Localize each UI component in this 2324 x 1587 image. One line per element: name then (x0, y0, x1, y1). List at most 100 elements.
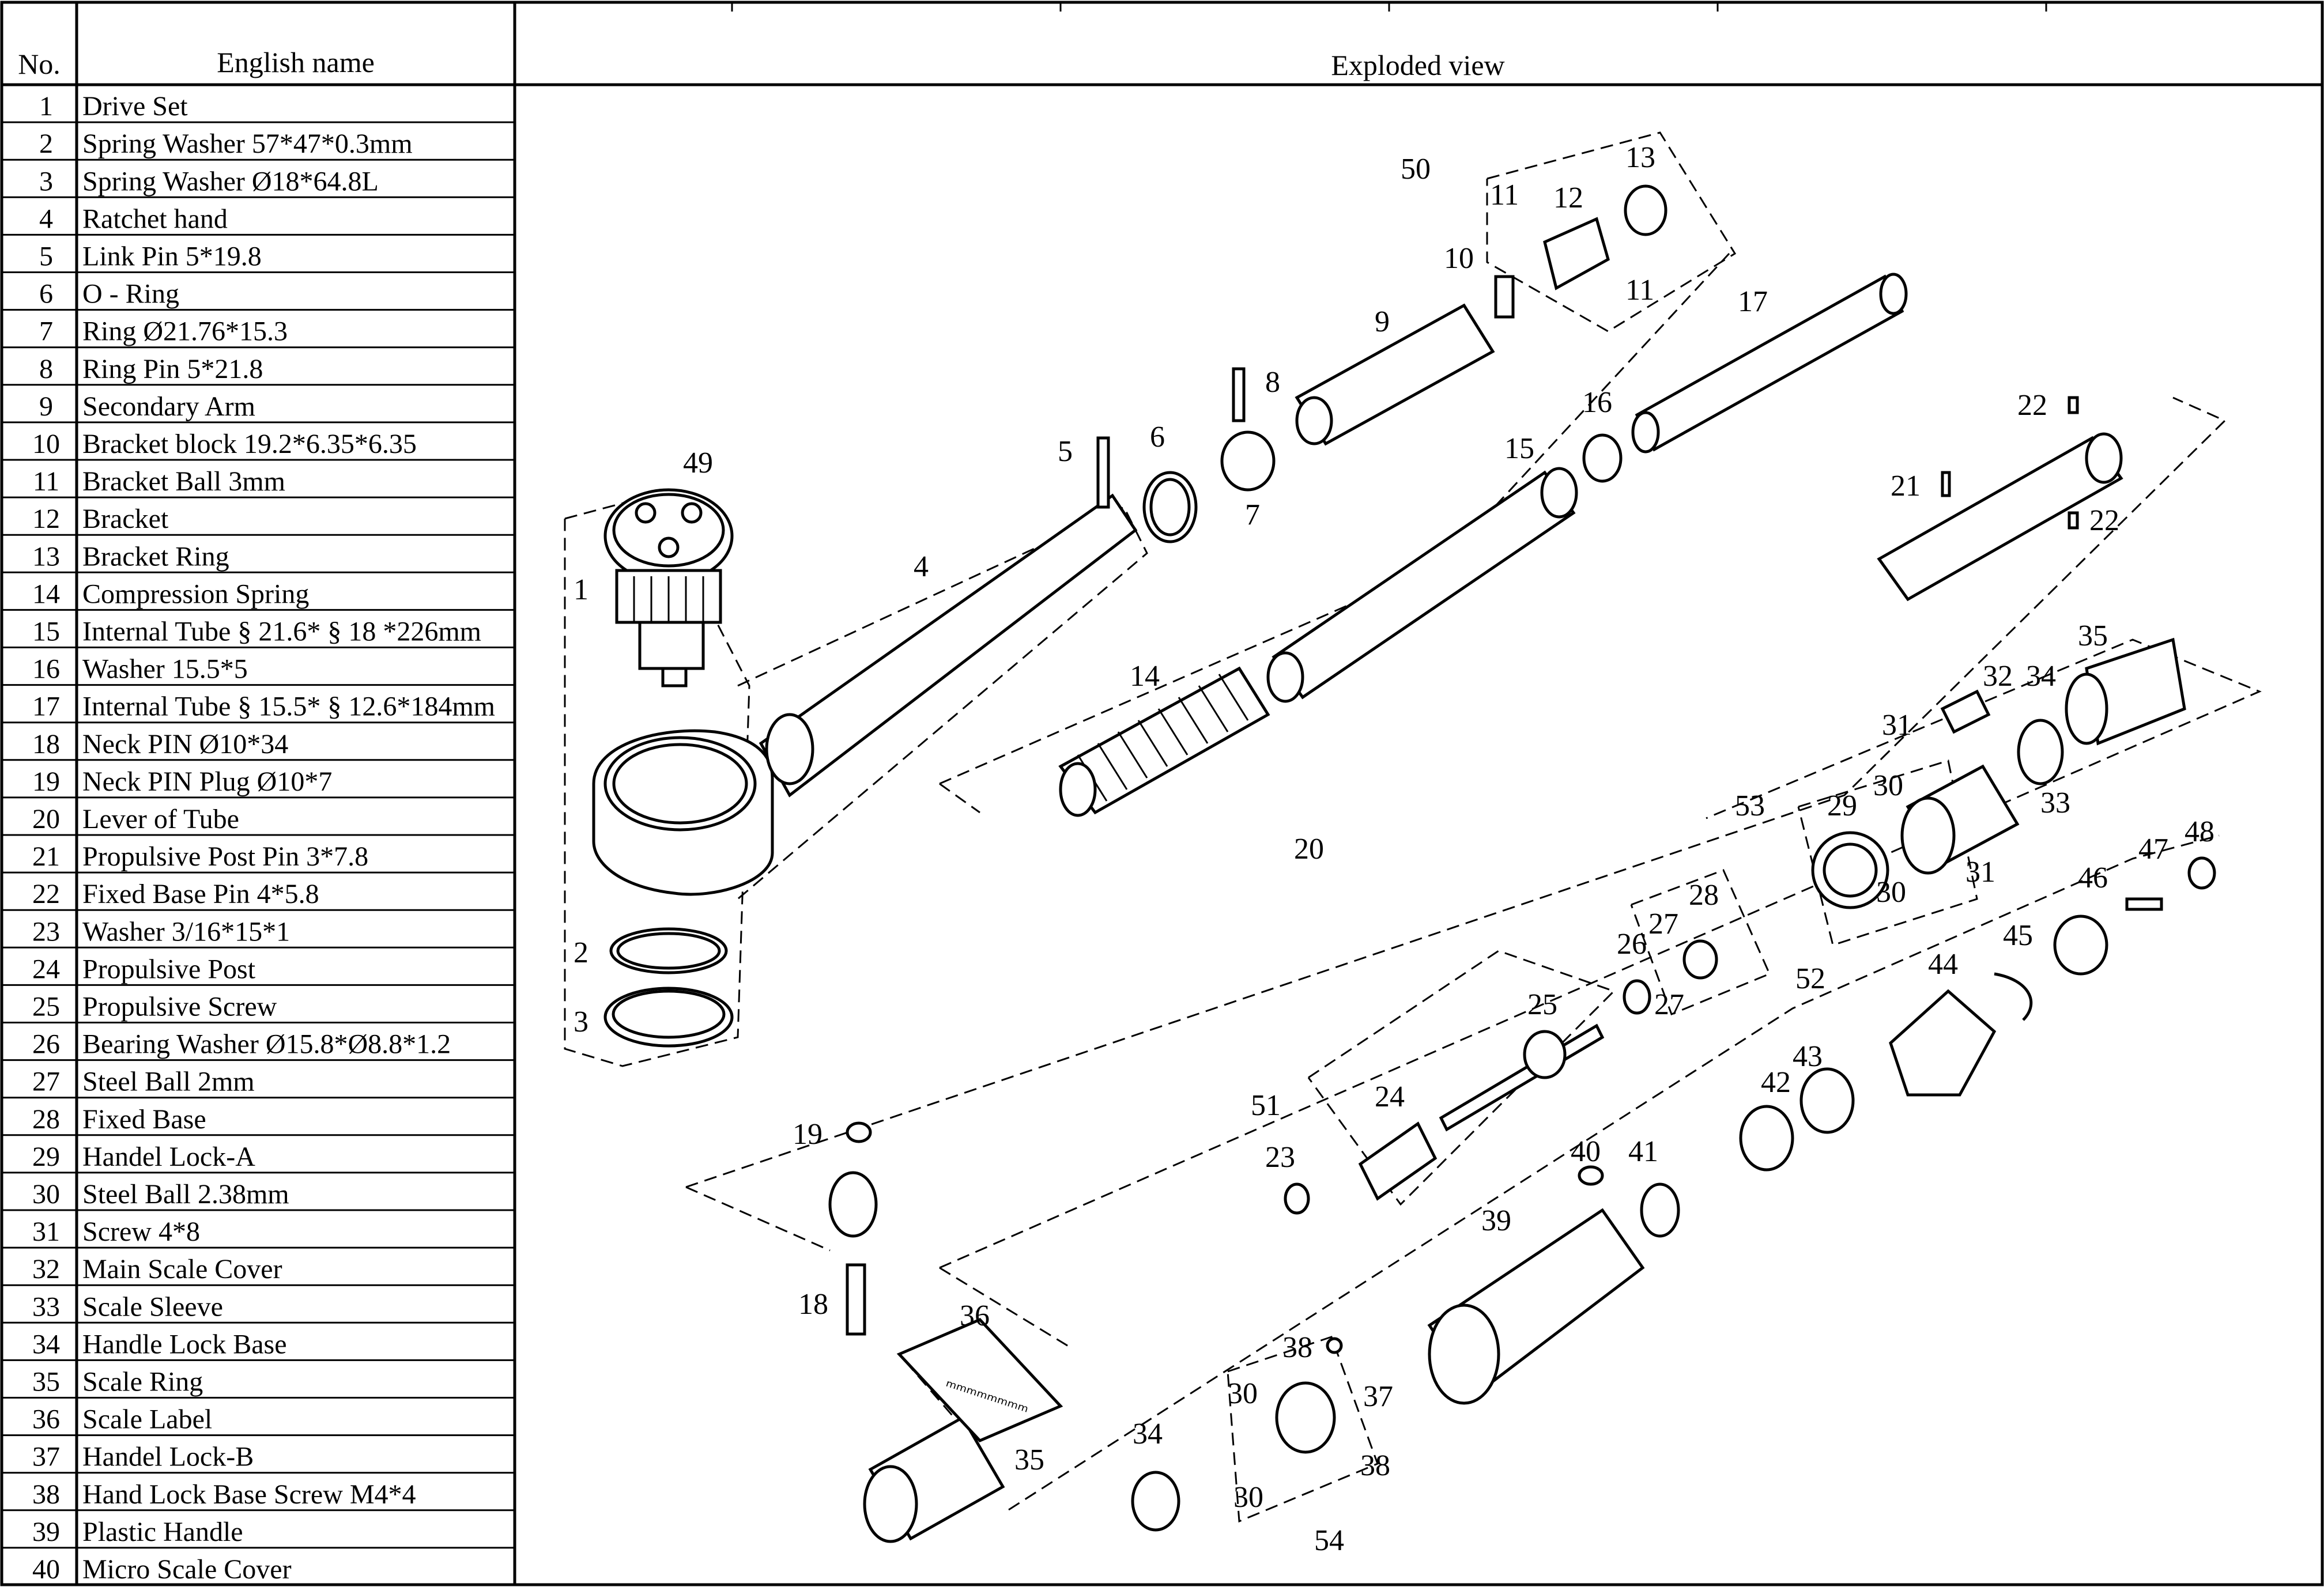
table-cell-name: Steel Ball 2.38mm (82, 1179, 289, 1210)
callout-label: 1 (574, 573, 588, 606)
group-54-outline (1227, 1336, 1379, 1523)
callout-label: 38 (1282, 1331, 1312, 1364)
ring-pin-8 (1232, 367, 1246, 422)
table-cell-name: Scale Sleeve (82, 1291, 223, 1322)
callout-label: 6 (1150, 421, 1165, 454)
fixed-base-pin-22b (2068, 511, 2079, 530)
group-53-outline (1797, 760, 1978, 946)
table-cell-name: Fixed Base Pin 4*5.8 (82, 879, 319, 909)
callout-label: 46 (2078, 861, 2108, 894)
table-cell-name: Steel Ball 2mm (82, 1067, 255, 1097)
main-scale-cover-32 (1940, 689, 1991, 734)
table-cell-no: 34 (32, 1329, 60, 1359)
lever-tube-20 (1877, 436, 2123, 602)
table-cell-name: Ratchet hand (82, 203, 228, 234)
table-cell-no: 4 (39, 203, 53, 234)
table-cell-no: 26 (32, 1029, 60, 1060)
table-cell-no: 7 (39, 316, 53, 347)
table-cell-no: 2 (39, 129, 53, 159)
table-cell-name: Internal Tube § 21.6* § 18 *226mm (82, 617, 481, 647)
table-cell-no: 18 (32, 729, 60, 760)
table-cell-name: Handel Lock-A (82, 1142, 255, 1172)
table-cell-no: 39 (32, 1517, 60, 1547)
table-cell-name: Ring Pin 5*21.8 (82, 354, 263, 384)
callout-label: 7 (1245, 498, 1260, 531)
callout-label: 50 (1401, 153, 1431, 186)
compression-spring-14 (1058, 666, 1270, 817)
group-lower-left (939, 1267, 1073, 1350)
table-cell-name: Spring Washer Ø18*64.8L (82, 166, 379, 197)
callout-label: 48 (2185, 815, 2214, 848)
handle-lock-base-34 (2017, 719, 2064, 785)
callout-label: 36 (960, 1299, 990, 1332)
callout-label: 45 (2003, 919, 2033, 952)
screw-38 (1326, 1337, 1343, 1354)
callout-label: 31 (1882, 709, 1912, 742)
table-cell-no: 40 (32, 1554, 60, 1585)
callout-label: 8 (1265, 366, 1280, 399)
callout-label: 14 (1130, 660, 1160, 693)
callout-label: 23 (1265, 1141, 1295, 1174)
callout-label: 20 (1294, 833, 1324, 866)
callout-label: 5 (1058, 435, 1073, 468)
neck-pin-ring (828, 1171, 878, 1238)
callout-label: 37 (1363, 1380, 1393, 1413)
internal-tube-15 (1272, 470, 1576, 700)
table-cell-name: Fixed Base (82, 1104, 206, 1135)
table-cell-no: 5 (39, 241, 53, 272)
callout-label: 34 (2026, 660, 2056, 693)
part-44 (1889, 989, 1997, 1097)
callout-label: 3 (574, 1006, 588, 1038)
callout-label: 18 (798, 1288, 828, 1321)
table-cell-no: 31 (32, 1216, 60, 1247)
neck-pin-18 (846, 1263, 866, 1336)
callout-label: 24 (1375, 1080, 1405, 1113)
table-cell-name: Spring Washer 57*47*0.3mm (82, 129, 413, 159)
callout-label: 30 (1873, 769, 1903, 802)
table-cell-no: 9 (39, 391, 53, 422)
callout-label: 33 (2040, 787, 2070, 819)
callout-label: 27 (1654, 988, 1684, 1021)
table-cell-no: 3 (39, 166, 53, 197)
table-cell-name: Scale Ring (82, 1367, 203, 1397)
table-cell-name: Drive Set (82, 91, 188, 122)
table-cell-no: 36 (32, 1404, 60, 1435)
table-cell-no: 23 (32, 916, 60, 947)
table-cell-no: 22 (32, 879, 60, 909)
callout-label: 29 (1827, 789, 1857, 822)
callout-label: 11 (1490, 179, 1519, 211)
bearing-washer-26 (1623, 979, 1651, 1015)
group-50-outline (1486, 131, 1737, 332)
callout-label: 15 (1504, 432, 1534, 465)
propulsive-post-24 (1358, 1121, 1438, 1201)
callout-label: 47 (2138, 833, 2168, 866)
table-cell-no: 28 (32, 1104, 60, 1135)
table-cell-no: 6 (39, 279, 53, 309)
table-cell-no: 14 (32, 579, 60, 609)
header-ticks (731, 2, 2047, 12)
callout-label: 43 (1793, 1040, 1823, 1073)
part-43 (1799, 1067, 1855, 1134)
part-46 (2053, 915, 2108, 976)
table-cell-no: 21 (32, 841, 60, 872)
callout-label: 34 (1133, 1418, 1163, 1450)
table-cell-no: 25 (32, 992, 60, 1022)
table-cell-name: Bracket Ball 3mm (82, 466, 285, 497)
table-cell-no: 16 (32, 654, 60, 685)
callout-label: 38 (1360, 1449, 1390, 1482)
callout-label: 44 (1928, 948, 1958, 981)
diagram-title: Exploded view (1331, 49, 1504, 81)
callout-label: 35 (1014, 1444, 1044, 1476)
handle-lock-base-34b (1131, 1471, 1180, 1532)
callout-label: 25 (1527, 988, 1557, 1021)
table-cell-name: Bracket (82, 504, 169, 534)
table-cell-no: 29 (32, 1142, 60, 1172)
table-cell-name: Washer 3/16*15*1 (82, 916, 290, 947)
callout-label: 12 (1553, 182, 1583, 214)
callout-label: 21 (1891, 470, 1921, 502)
table-cell-name: Bracket Ring (82, 541, 229, 572)
table-cell-name: Screw 4*8 (82, 1216, 200, 1247)
callout-label: 27 (1648, 908, 1678, 940)
group-handle-outline (1008, 834, 2220, 1511)
